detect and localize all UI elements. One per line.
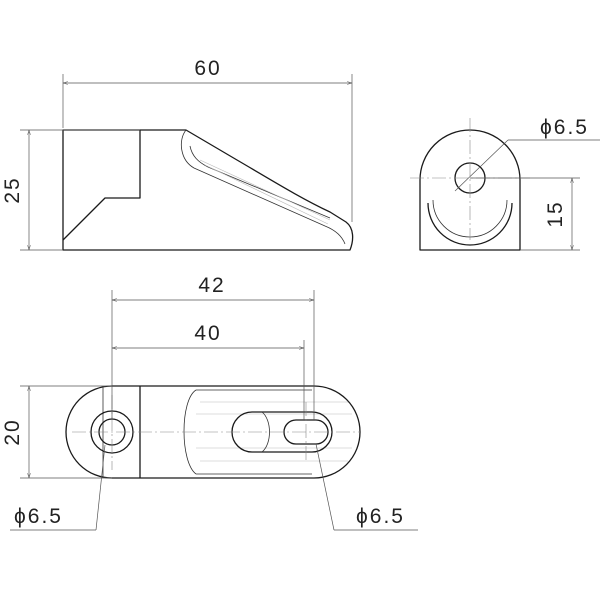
side-height-label: 25 (1, 176, 24, 203)
side-view: 60 25 (1, 57, 354, 251)
top-right-slot (231, 411, 333, 453)
top-inner-span-label: 40 (194, 322, 221, 345)
top-view-slot-left-curve (183, 389, 197, 475)
top-right-slot-divider (261, 411, 270, 453)
top-view-slot-right-curve (196, 389, 312, 475)
end-hole-leader (454, 139, 509, 192)
side-length-label: 60 (194, 57, 221, 80)
top-right-hole-leader (315, 443, 335, 531)
top-view: 42 40 20 ϕ6.5 ϕ6.5 (1, 274, 418, 531)
side-view-step-cut (62, 130, 141, 241)
top-view-outline (65, 385, 361, 479)
side-view-slot-inner (189, 145, 331, 219)
end-view: ϕ6.5 15 (410, 116, 600, 251)
top-width-label: 20 (1, 418, 24, 445)
end-view-channel (427, 202, 513, 246)
side-view-ridge-2 (204, 164, 329, 225)
top-left-hole-diameter-label: ϕ6.5 (14, 505, 63, 528)
side-view-slot-edge (180, 129, 346, 245)
end-height-label: 15 (544, 200, 567, 227)
end-view-outline (419, 129, 521, 251)
top-right-hole-diameter-label: ϕ6.5 (356, 505, 405, 528)
side-view-ridge-1 (199, 159, 331, 221)
top-left-hole-leader (95, 444, 106, 531)
top-outer-span-label: 42 (198, 274, 225, 297)
end-hole-diameter-label: ϕ6.5 (540, 116, 589, 139)
side-view-outline (62, 129, 354, 251)
